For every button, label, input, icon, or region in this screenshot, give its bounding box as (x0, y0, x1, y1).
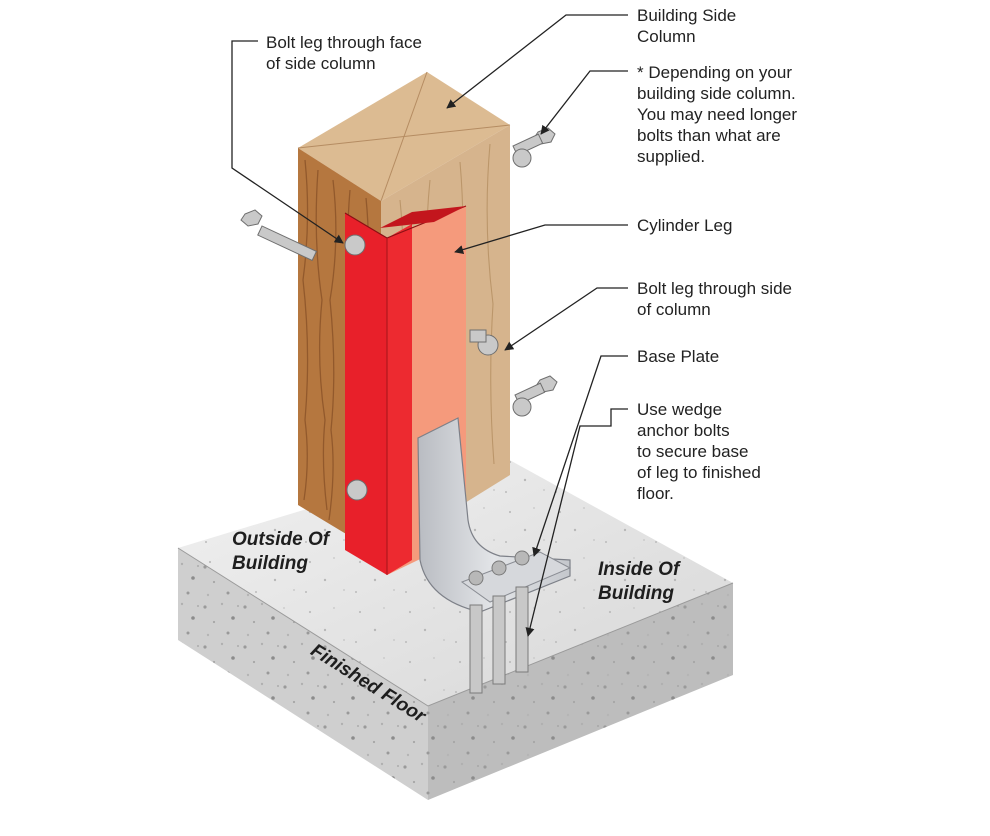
leader-wedge-anchor (525, 408, 628, 637)
callout-bolt-face: Bolt leg through face of side column (266, 33, 422, 73)
callout-building-column: Building Side Column (637, 6, 737, 46)
base-plate (417, 417, 572, 613)
callout-depending-note: * Depending on your building side column… (637, 63, 798, 166)
label-outside-of-building: Outside Of Building (232, 529, 330, 574)
bolt-side-middle (469, 329, 499, 356)
bolt-side-upper (512, 127, 556, 168)
label-inside-of-building: Inside Of Building (598, 559, 680, 604)
bolt-face-lower (346, 479, 368, 501)
leader-bolt-face (231, 40, 344, 244)
leader-depending-note (540, 70, 628, 135)
callout-base-plate: Base Plate (637, 347, 720, 366)
column-bolts (240, 127, 558, 501)
bolt-face-upper (240, 209, 366, 262)
callout-wedge-anchor: Use wedge anchor bolts to secure base of… (637, 400, 761, 503)
bolt-side-lower (512, 375, 558, 417)
leader-base-plate (532, 355, 628, 557)
leader-cylinder-leg (454, 224, 628, 255)
leader-building-column (446, 14, 628, 109)
callout-bolt-side: Bolt leg through side of column (637, 279, 792, 319)
leader-bolt-side (504, 287, 628, 351)
callout-cylinder-leg: Cylinder Leg (637, 216, 733, 235)
leader-lines (231, 14, 628, 637)
wedge-anchor-bolts (468, 550, 530, 694)
